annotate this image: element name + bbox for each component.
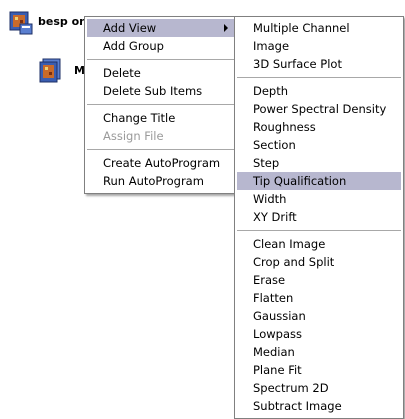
menu-item-delete-sub-items[interactable]: Delete Sub Items: [103, 84, 203, 98]
menu-separator: [237, 230, 401, 231]
menu-item-add-view-label: Add View: [103, 21, 157, 35]
submenu-arrow-icon: [224, 24, 228, 32]
submenu-item-subtract-image[interactable]: Subtract Image: [253, 399, 342, 413]
submenu-item-erase[interactable]: Erase: [253, 273, 286, 287]
menu-item-add-view[interactable]: Add View: [87, 19, 234, 37]
tree-child-label[interactable]: M: [74, 64, 84, 77]
submenu-item-section[interactable]: Section: [253, 138, 296, 152]
submenu-item-flatten[interactable]: Flatten: [253, 291, 294, 305]
submenu-item-multiple-channel[interactable]: Multiple Channel: [253, 21, 350, 35]
submenu-item-step[interactable]: Step: [253, 156, 280, 170]
submenu-item-clean-image[interactable]: Clean Image: [253, 237, 326, 251]
submenu-item-image[interactable]: Image: [253, 39, 290, 53]
submenu-item-spectrum-2d[interactable]: Spectrum 2D: [253, 381, 329, 395]
add-view-submenu: Multiple Channel Image 3D Surface Plot D…: [234, 16, 404, 419]
menu-separator: [237, 77, 401, 78]
menu-item-assign-file: Assign File: [103, 129, 164, 143]
submenu-item-roughness[interactable]: Roughness: [253, 120, 316, 134]
context-menu: Add View Add Group Delete Delete Sub Ite…: [84, 16, 237, 194]
menu-item-delete[interactable]: Delete: [103, 66, 141, 80]
submenu-item-3d-surface-plot[interactable]: 3D Surface Plot: [253, 57, 342, 71]
image-view-icon[interactable]: [38, 58, 64, 84]
menu-item-run-autoprogram[interactable]: Run AutoProgram: [103, 174, 204, 188]
menu-separator: [87, 149, 234, 150]
submenu-item-plane-fit[interactable]: Plane Fit: [253, 363, 302, 377]
submenu-item-width[interactable]: Width: [253, 192, 287, 206]
project-icon[interactable]: [8, 10, 34, 36]
submenu-item-xy-drift[interactable]: XY Drift: [253, 210, 297, 224]
submenu-item-median[interactable]: Median: [253, 345, 295, 359]
menu-separator: [87, 104, 234, 105]
submenu-item-power-spectral-density[interactable]: Power Spectral Density: [253, 102, 387, 116]
submenu-item-gaussian[interactable]: Gaussian: [253, 309, 306, 323]
menu-item-add-group[interactable]: Add Group: [103, 39, 164, 53]
menu-item-change-title[interactable]: Change Title: [103, 111, 176, 125]
submenu-item-lowpass[interactable]: Lowpass: [253, 327, 302, 341]
tree-root-label[interactable]: besp on: [38, 15, 84, 28]
submenu-item-depth[interactable]: Depth: [253, 84, 289, 98]
submenu-item-tip-qualification[interactable]: Tip Qualification: [237, 172, 401, 190]
submenu-item-crop-and-split[interactable]: Crop and Split: [253, 255, 335, 269]
menu-separator: [87, 59, 234, 60]
menu-item-create-autoprogram[interactable]: Create AutoProgram: [103, 156, 221, 170]
